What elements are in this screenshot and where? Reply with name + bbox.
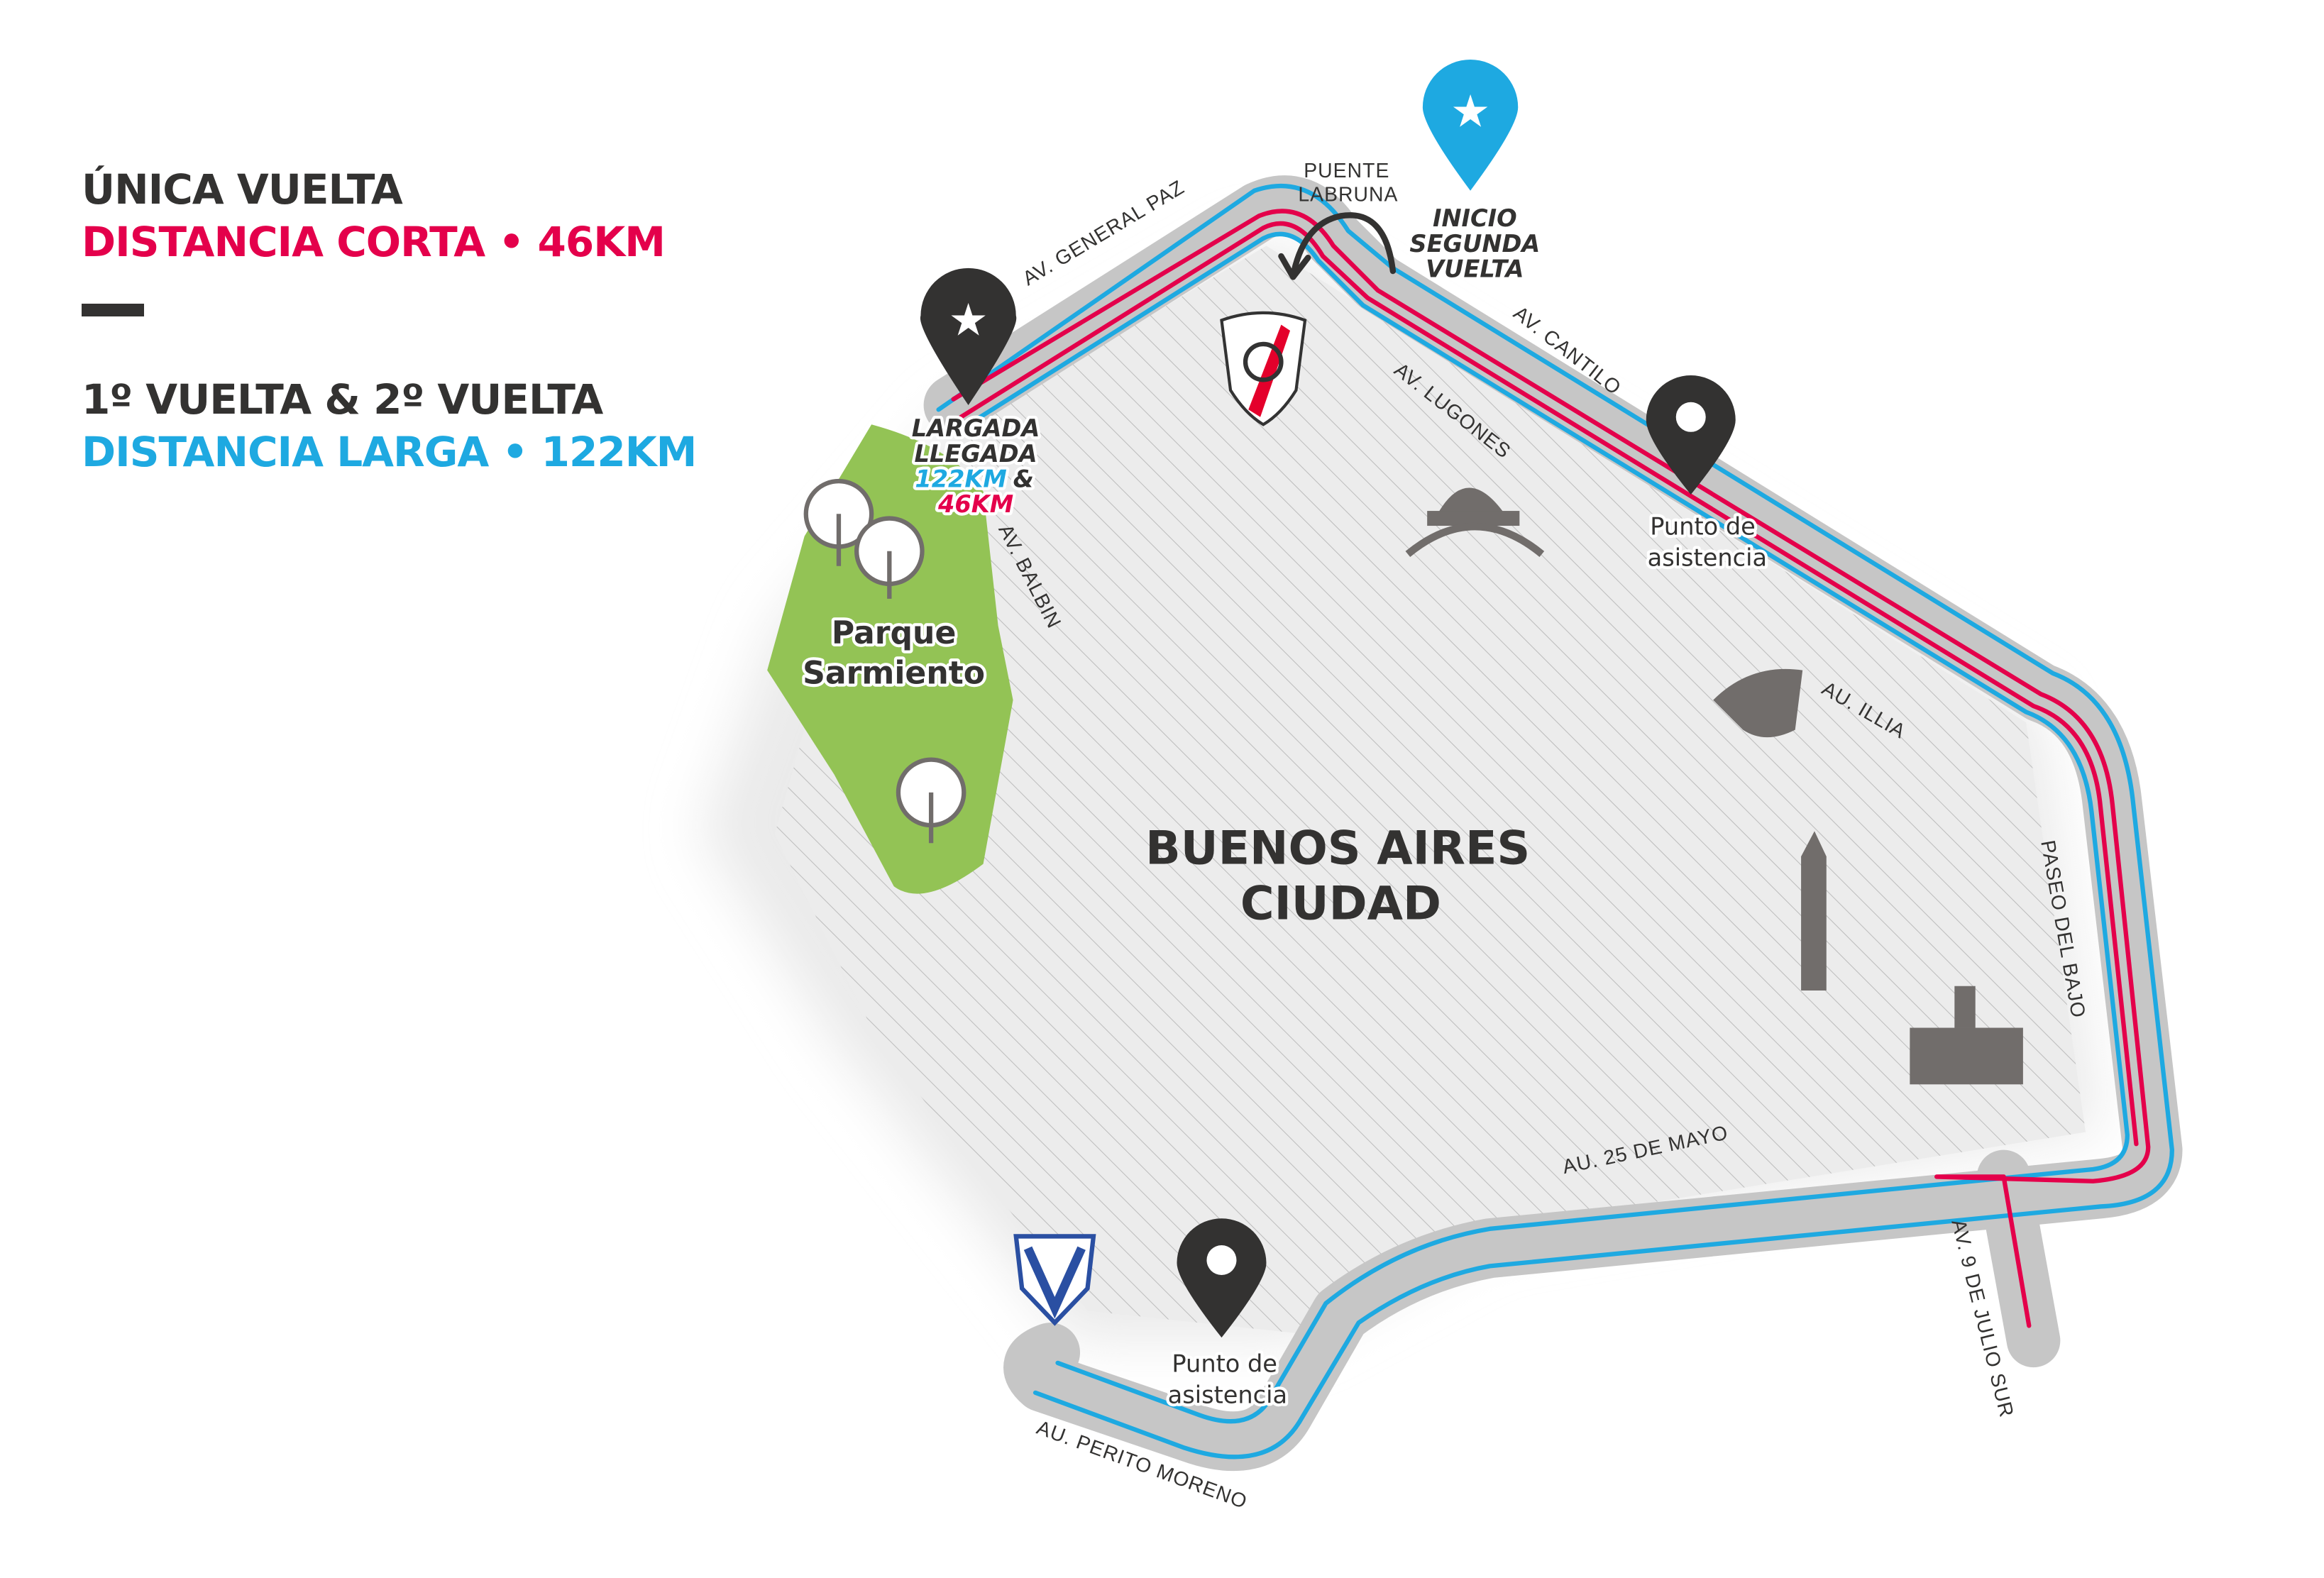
start-label: LARGADA [912, 414, 1040, 442]
tree-icons [803, 478, 967, 844]
cabildo-icon [1910, 986, 2023, 1085]
svg-text:★: ★ [1450, 87, 1490, 136]
aid-station-label: Punto de [1172, 1350, 1277, 1377]
monument-icon [1713, 668, 1803, 738]
svg-text:★: ★ [948, 295, 988, 345]
aid-pin-icon [1177, 1218, 1267, 1338]
route [923, 175, 2183, 1472]
long-distance-title: DISTANCIA LARGA • 122KM [82, 428, 697, 476]
park-label: Sarmiento [803, 656, 985, 692]
long-route-inner [966, 231, 2130, 1424]
single-lap-title: ÚNICA VUELTA [82, 165, 403, 214]
city-label: CIUDAD [1240, 877, 1441, 930]
aid-station-label: asistencia [1168, 1381, 1287, 1409]
u-turn-arrow [1278, 212, 1397, 280]
city-area-core [774, 245, 2086, 1333]
planetarium-icon [1405, 487, 1545, 557]
aid-pin-icon [1646, 375, 1736, 495]
start-pin-icon: ★ [920, 267, 1017, 406]
bridge-label: PUENTE [1304, 160, 1389, 182]
legend-divider [82, 304, 144, 316]
aid-station-label: Punto de [1650, 513, 1756, 541]
aid-station-label: asistencia [1648, 544, 1767, 572]
short-distance-title: DISTANCIA CORTA • 46KM [82, 218, 666, 266]
road-band [923, 175, 2183, 1472]
short-distance-label: 46KM [937, 490, 1013, 518]
long-distance-label: 122KM [915, 465, 1007, 492]
velez-crest [1013, 1234, 1096, 1326]
long-route [936, 183, 2174, 1460]
ampersand-label: & [1013, 465, 1034, 492]
finish-label: LLEGADA [915, 440, 1037, 468]
bridge-label: LABRUNA [1298, 183, 1398, 206]
river-plate-crest [1220, 311, 1307, 426]
second-lap-label: VUELTA [1426, 255, 1524, 282]
second-lap-pin-icon: ★ [1422, 59, 1519, 191]
obelisk-icon [1801, 831, 1827, 991]
park-label: Parque [832, 615, 956, 651]
legend: ÚNICA VUELTA DISTANCIA CORTA • 46KM 1º V… [82, 163, 697, 478]
second-lap-label: SEGUNDA [1409, 230, 1540, 258]
laps-title: 1º VUELTA & 2º VUELTA [82, 375, 603, 424]
short-route-return [958, 221, 2139, 1147]
short-route [951, 209, 2151, 1328]
second-lap-label: INICIO [1433, 204, 1517, 232]
city-label: BUENOS AIRES [1145, 822, 1530, 876]
